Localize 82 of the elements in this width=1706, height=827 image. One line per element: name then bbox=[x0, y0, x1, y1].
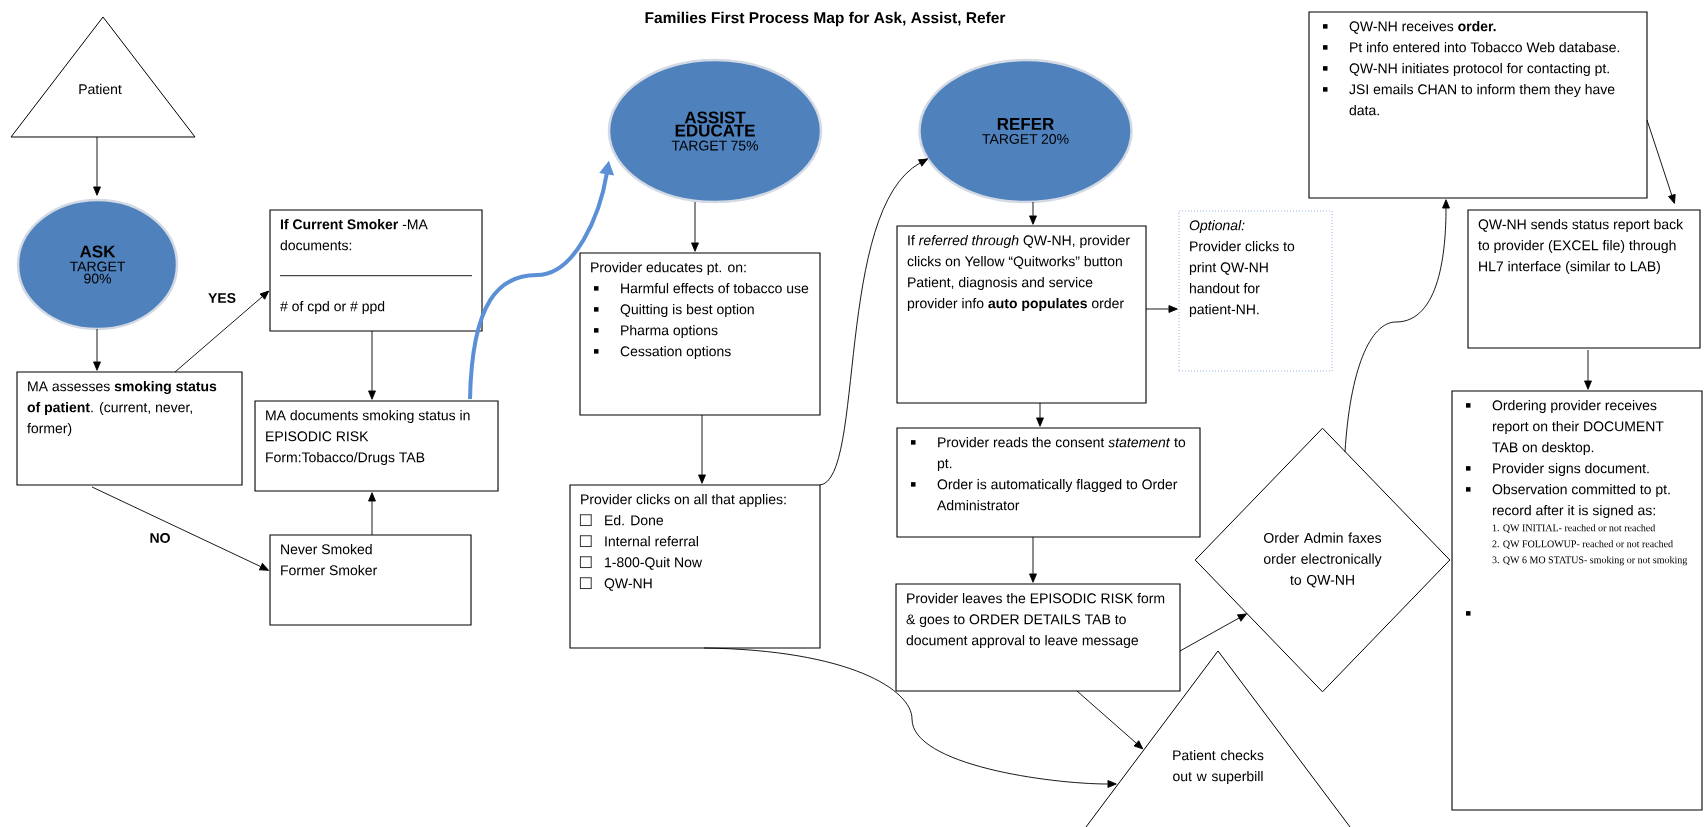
list-item: Pharma options bbox=[621, 325, 718, 339]
arrow bbox=[1076, 690, 1144, 750]
list-item: Provider signs document. bbox=[1493, 463, 1649, 477]
list-item: Pt info entered into Tobacco Web database. bbox=[1350, 42, 1620, 53]
process-box bbox=[1451, 390, 1703, 811]
arrow bbox=[1646, 119, 1676, 204]
curved-arrow bbox=[819, 158, 928, 486]
list-item: Cessation options bbox=[620, 346, 731, 360]
list-item: 2. QW FOLLOWUP- reached or not reached bbox=[1492, 540, 1673, 549]
curved-arrow bbox=[1344, 199, 1450, 453]
process-box bbox=[896, 427, 1201, 538]
ellipse-title: ASK bbox=[80, 245, 116, 258]
list-item: 1-800-Quit Now bbox=[605, 557, 703, 570]
process-box bbox=[269, 209, 483, 332]
box-text: If Current Smoker -MA documents: bbox=[280, 219, 428, 251]
list-item: Observation committed to pt. record after it is signed as: bbox=[1492, 484, 1670, 519]
arrow bbox=[1145, 305, 1178, 313]
list-item: QW-NH initiates protocol for contacting pt. bbox=[1349, 63, 1609, 77]
arrow bbox=[93, 136, 101, 196]
process-box bbox=[269, 534, 472, 626]
arrow bbox=[1036, 402, 1044, 427]
curved-arrow bbox=[703, 647, 1117, 788]
arrow bbox=[91, 486, 269, 571]
list-item: 3. QW 6 MO STATUS- smoking or not smoking bbox=[1492, 556, 1688, 566]
target-ellipse bbox=[918, 58, 1133, 204]
list-item: Order is automatically flagged to Order Administrator bbox=[937, 479, 1178, 511]
process-box bbox=[254, 400, 499, 492]
target-text: TARGET 90% bbox=[69, 261, 126, 284]
edge-label: NO bbox=[150, 533, 170, 543]
arrow bbox=[368, 492, 376, 536]
list-item: Quitting is best option bbox=[620, 304, 754, 318]
ellipse-title: ASSIST EDUCATE bbox=[675, 111, 755, 137]
list-item: QW-NH bbox=[604, 578, 652, 591]
box-text: Never Smoked bbox=[281, 544, 372, 555]
note-box bbox=[1178, 210, 1333, 372]
box-text: QW-NH sends status report back to provider (EXCEL file) through HL7 interface (similar to LAB) bbox=[1478, 219, 1684, 275]
process-box bbox=[569, 484, 821, 649]
ellipse-title: REFER bbox=[997, 118, 1054, 130]
box-text: MA assesses smoking status of patient. (current, never, former) bbox=[27, 381, 217, 437]
target-text: TARGET 75% bbox=[671, 140, 759, 151]
arrow bbox=[691, 201, 699, 252]
box-text: Provider clicks to print QW-NH handout for patient-NH. bbox=[1189, 241, 1295, 318]
list-item: Ordering provider receives report on their DOCUMENT TAB on desktop. bbox=[1492, 400, 1664, 456]
arrow bbox=[368, 330, 376, 400]
list-item: Provider reads the consent statement to pt. bbox=[937, 437, 1186, 472]
box-text: Optional: bbox=[1189, 220, 1245, 234]
list-item: Harmful effects of tobacco use bbox=[621, 283, 809, 294]
process-box bbox=[896, 225, 1147, 404]
triangle-text: Patient bbox=[79, 83, 122, 95]
title: Families First Process Map for Ask, Assist, Refer bbox=[645, 11, 1006, 27]
process-box bbox=[16, 371, 243, 486]
triangle-text: Patient checks out w superbill bbox=[1173, 749, 1264, 784]
box-text: # of cpd or # ppd bbox=[280, 301, 385, 315]
target-ellipse bbox=[16, 198, 179, 331]
box-text: Provider clicks on all that applies: bbox=[581, 494, 786, 508]
list-item: QW-NH receives order. bbox=[1349, 21, 1496, 34]
arrow bbox=[698, 414, 706, 484]
arrow bbox=[93, 328, 101, 371]
process-box bbox=[579, 252, 821, 416]
decision-diamond bbox=[1194, 427, 1451, 693]
list-item: Ed. Done bbox=[605, 515, 664, 526]
arrow bbox=[174, 290, 270, 373]
process-box bbox=[1308, 11, 1648, 199]
box-text: If referred through QW-NH, provider clicks on Yellow “Quitworks” button Patient, diagnosis and service provider info auto populates order bbox=[907, 235, 1130, 312]
list-item: Internal referral bbox=[605, 536, 698, 547]
arrow bbox=[1584, 349, 1592, 390]
triangle bbox=[10, 16, 196, 138]
box-text: Provider leaves the EPISODIC RISK form & goes to ORDER DETAILS TAB to document approval to leave message bbox=[906, 593, 1165, 649]
arrow bbox=[1179, 613, 1247, 652]
process-box bbox=[895, 583, 1181, 692]
diamond-text: Order Admin faxes order electronically to QW-NH bbox=[1263, 532, 1382, 588]
edge-label: YES bbox=[208, 293, 236, 303]
arrow bbox=[1029, 536, 1037, 583]
box-text: Former Smoker bbox=[281, 565, 377, 576]
list-item: 1. QW INITIAL- reached or not reached bbox=[1492, 524, 1656, 533]
box-text: MA documents smoking status in EPISODIC RISK Form:Tobacco/Drugs TAB bbox=[266, 410, 470, 466]
arrow bbox=[1029, 201, 1037, 225]
box-text: Provider educates pt. on: bbox=[591, 262, 746, 276]
list-item: JSI emails CHAN to inform them they have data. bbox=[1349, 84, 1615, 116]
target-text: TARGET 20% bbox=[982, 134, 1069, 144]
process-box bbox=[1467, 209, 1701, 349]
target-ellipse bbox=[607, 58, 823, 204]
